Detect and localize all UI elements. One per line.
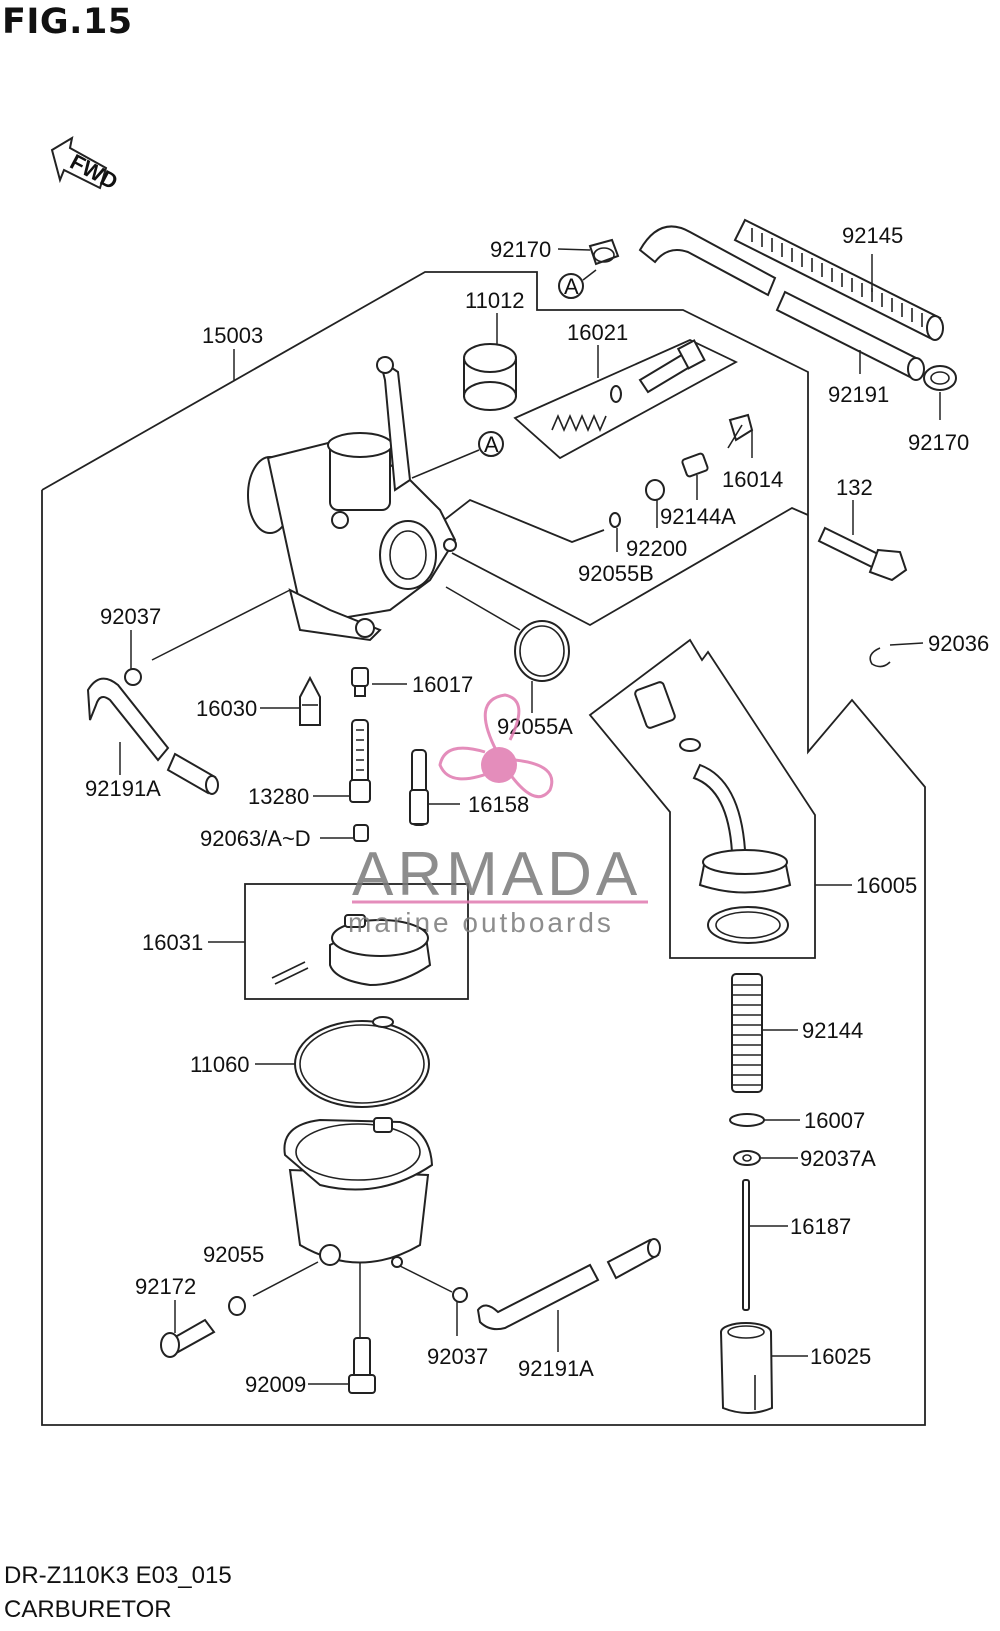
callout-92191A-left: 92191A	[85, 776, 161, 801]
callout-92055B: 92055B	[578, 561, 654, 586]
svg-text:A: A	[564, 274, 579, 299]
subbox-16021	[513, 339, 738, 460]
callout-92037A: 92037A	[800, 1146, 876, 1171]
jet-16158-part	[409, 749, 429, 826]
choke-16005-part	[634, 681, 792, 944]
clamp-92037-top-part	[124, 668, 142, 686]
callout-92036: 92036	[928, 631, 989, 656]
subbox-16005	[588, 638, 816, 959]
callout-92191: 92191	[828, 382, 889, 407]
callout-92037-bottom: 92037	[427, 1344, 488, 1369]
clip-92036-part	[869, 647, 891, 668]
oring-92055-part	[228, 1296, 246, 1316]
cap-11012-part	[463, 343, 517, 411]
emulsion-tube-13280-part	[349, 719, 371, 803]
jet-92063-part	[353, 824, 369, 842]
model-code: DR-Z110K3 E03_015	[4, 1562, 232, 1589]
ref-marker-a-top: A	[558, 269, 597, 299]
callout-92144: 92144	[802, 1018, 863, 1043]
callout-labels: 92170 92145 11012 15003 16021 92191 9217…	[85, 223, 989, 1397]
carburetor-body-part	[247, 356, 457, 642]
jet-16017-part	[351, 667, 369, 697]
bolt-132-part	[817, 526, 908, 582]
watermark-brand: ARMADA	[352, 840, 641, 909]
callout-16017: 16017	[412, 672, 473, 697]
callout-16025: 16025	[810, 1344, 871, 1369]
callout-92009: 92009	[245, 1372, 306, 1397]
needle-valve-16030-part	[299, 675, 321, 726]
callout-11060: 11060	[190, 1052, 250, 1077]
figure-title: FIG.15	[2, 2, 133, 42]
callout-92170-right: 92170	[908, 430, 969, 455]
seat-16007-part	[729, 1113, 765, 1127]
screw-16014-part	[727, 413, 754, 449]
oring-92055B-part	[609, 512, 621, 528]
clamp-92037-bottom-part	[452, 1287, 468, 1303]
callout-16187: 16187	[790, 1214, 851, 1239]
hose-92191-part	[638, 225, 925, 381]
callout-92145: 92145	[842, 223, 903, 248]
oring-92055A-part	[514, 620, 570, 682]
fwd-arrow-icon: FWD	[50, 135, 122, 195]
propeller-logo-icon	[438, 693, 554, 799]
assembly-frame-outline	[41, 271, 926, 1426]
callout-92055A: 92055A	[497, 714, 573, 739]
watermark-tagline: marine outboards	[348, 907, 614, 938]
callout-92144A: 92144A	[660, 504, 736, 529]
hose-92191A-bottom-part	[476, 1238, 661, 1331]
bolt-92009-part	[348, 1337, 376, 1394]
spring-16021-part	[551, 339, 706, 433]
clip-92037A-part	[733, 1150, 761, 1166]
hose-92191A-left-part	[86, 677, 219, 795]
float-16031-part	[271, 914, 432, 987]
callout-92063: 92063/A~D	[200, 826, 311, 851]
callout-92191A-bottom: 92191A	[518, 1356, 594, 1381]
callout-15003: 15003	[202, 323, 263, 348]
frame-inner-line-2	[451, 506, 809, 627]
watermark: ARMADA marine outboards	[348, 693, 648, 938]
screw-92172-part	[160, 1318, 216, 1358]
callout-92037-top: 92037	[100, 604, 161, 629]
callout-16021: 16021	[567, 320, 628, 345]
spring-hose-92145-part	[733, 218, 944, 341]
callout-13280: 13280	[248, 784, 309, 809]
callout-92200: 92200	[626, 536, 687, 561]
fwd-label: FWD	[66, 149, 122, 195]
callout-16005: 16005	[856, 873, 917, 898]
frame-inner-line	[433, 498, 605, 543]
callout-92170-top: 92170	[490, 237, 551, 262]
throttle-valve-16025-part	[720, 1322, 774, 1414]
callout-16007: 16007	[804, 1108, 865, 1133]
leader-lines	[119, 248, 941, 1385]
spring-92144A-part	[681, 452, 709, 478]
spring-92144-part	[731, 973, 763, 1093]
clamp-92170-top-part	[588, 238, 620, 266]
svg-text:A: A	[484, 432, 499, 457]
callout-16030: 16030	[196, 696, 257, 721]
callout-11012: 11012	[465, 288, 525, 313]
callout-92055: 92055	[203, 1242, 264, 1267]
callout-132: 132	[836, 475, 873, 500]
section-name: CARBURETOR	[4, 1596, 172, 1623]
washer-92200-part	[645, 479, 665, 501]
callout-16014: 16014	[722, 467, 783, 492]
clamp-92170-right-part	[923, 365, 957, 391]
ref-marker-a-carb: A	[411, 431, 504, 479]
gasket-11060-part	[294, 1016, 430, 1108]
callout-92172: 92172	[135, 1274, 196, 1299]
needle-16187-part	[742, 1179, 750, 1311]
callout-16031: 16031	[142, 930, 203, 955]
callout-16158: 16158	[468, 792, 529, 817]
float-bowl-part	[283, 1117, 434, 1268]
